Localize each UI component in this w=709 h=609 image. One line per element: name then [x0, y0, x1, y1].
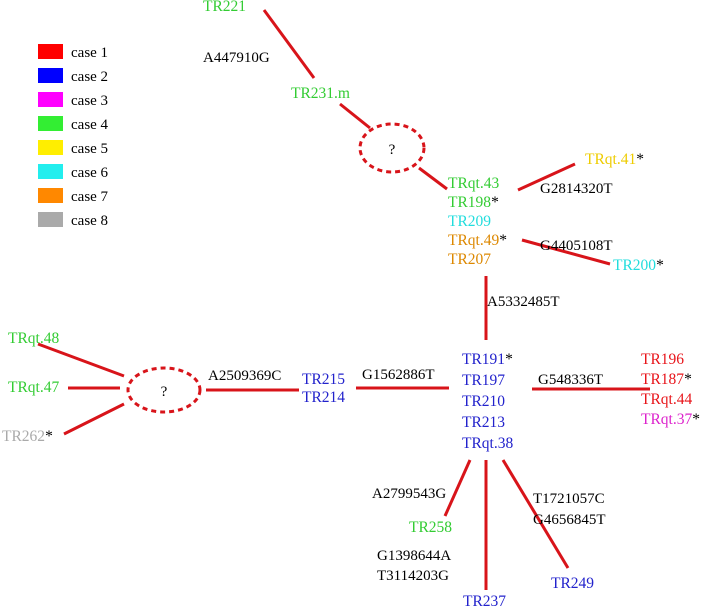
unknown-node-left-label: ?	[161, 384, 168, 400]
node-tr213: TR213	[462, 414, 505, 431]
legend-label-case7: case 7	[71, 189, 109, 205]
mutation-label: G1562886T	[362, 367, 435, 383]
edge-tr262-unknown-left	[63, 402, 125, 436]
unknown-node-top: ?	[358, 122, 426, 174]
network-edges	[37, 9, 650, 590]
node-trqt38: TRqt.38	[462, 435, 513, 452]
left-hub-group: TR215 TR214	[302, 371, 345, 406]
node-tr237: TR237	[463, 593, 506, 609]
legend-label-case1: case 1	[71, 45, 108, 61]
mutation-label: G1398644A	[377, 548, 451, 564]
node-trqt49: TRqt.49*	[448, 232, 507, 249]
edge-hub-top-tr200	[521, 238, 611, 266]
node-tr191: TR191*	[462, 351, 513, 368]
mutation-label: A2799543G	[372, 486, 446, 502]
hub-top-group: TRqt.43 TR198* TR209 TRqt.49* TR207	[448, 175, 507, 268]
mutation-label: G2814320T	[540, 181, 613, 197]
node-tr262-id: TR262	[2, 428, 45, 445]
edge-unknown-top-hub-top	[418, 166, 448, 191]
star-mark: *	[505, 351, 513, 368]
node-tr198: TR198*	[448, 194, 499, 211]
node-trqt41-id: TRqt.41	[585, 151, 636, 168]
legend-swatch-case8	[38, 212, 63, 227]
node-tr198-id: TR198	[448, 194, 491, 211]
edge-tr231m-unknown-top	[339, 102, 371, 130]
right-group: TR196 TR187* TRqt.44 TRqt.37*	[641, 351, 700, 428]
node-tr200: TR200*	[613, 257, 664, 274]
node-trqt37-id: TRqt.37	[641, 411, 692, 428]
node-tr221: TR221	[203, 0, 246, 15]
mutation-label: G548336T	[538, 372, 603, 388]
star-mark: *	[684, 371, 692, 388]
edge-tr221-tr231m	[262, 9, 316, 79]
legend-label-case3: case 3	[71, 93, 108, 109]
star-mark: *	[692, 411, 700, 428]
node-tr187-id: TR187	[641, 371, 684, 388]
node-tr207: TR207	[448, 251, 491, 268]
legend-swatch-case4	[38, 116, 63, 131]
edge-hub-top-trqt41	[517, 162, 576, 192]
node-tr200-id: TR200	[613, 257, 656, 274]
node-trqt44: TRqt.44	[641, 391, 692, 408]
node-tr258: TR258	[409, 519, 452, 536]
hub-center-group: TR191* TR197 TR210 TR213 TRqt.38	[462, 351, 513, 452]
node-tr231m: TR231.m	[291, 85, 350, 102]
mutation-label: T1721057C	[533, 491, 605, 507]
node-trqt49-id: TRqt.49	[448, 232, 499, 249]
unknown-node-top-circle	[358, 122, 426, 174]
node-trqt41: TRqt.41*	[585, 151, 644, 168]
star-mark: *	[45, 428, 53, 445]
legend-label-case8: case 8	[71, 213, 108, 229]
node-trqt43: TRqt.43	[448, 175, 499, 192]
mutation-label: G4405108T	[540, 238, 613, 254]
node-tr197: TR197	[462, 372, 505, 389]
edge-trqt48-unknown-left	[37, 342, 125, 378]
unknown-node-left: ?	[126, 366, 202, 414]
legend-label-case2: case 2	[71, 69, 108, 85]
node-tr262: TR262*	[2, 428, 53, 445]
legend-label-case4: case 4	[71, 117, 109, 133]
mutation-label: A447910G	[203, 50, 270, 66]
node-tr196: TR196	[641, 351, 684, 368]
legend-swatch-case2	[38, 68, 63, 83]
legend-swatch-case3	[38, 92, 63, 107]
node-tr210: TR210	[462, 393, 505, 410]
node-tr215: TR215	[302, 371, 345, 388]
mutation-label: A5332485T	[487, 294, 560, 310]
node-trqt47: TRqt.47	[8, 379, 59, 396]
node-tr249: TR249	[551, 575, 594, 592]
legend-swatch-case6	[38, 164, 63, 179]
legend-label-case6: case 6	[71, 165, 109, 181]
mutation-label: T3114203G	[377, 568, 449, 584]
legend-swatch-case5	[38, 140, 63, 155]
legend-swatch-case7	[38, 188, 63, 203]
unknown-node-top-label: ?	[389, 142, 396, 158]
node-tr191-id: TR191	[462, 351, 505, 368]
star-mark: *	[636, 151, 644, 168]
mutation-labels: A447910G G2814320T G4405108T A5332485T A…	[203, 50, 613, 584]
node-trqt48: TRqt.48	[8, 330, 59, 347]
star-mark: *	[656, 257, 664, 274]
edge-hub-center-tr258	[443, 459, 472, 517]
legend-swatch-case1	[38, 44, 63, 59]
mutation-label: A2509369C	[208, 368, 281, 384]
edge-hub-center-tr249	[501, 459, 570, 569]
mutation-label: G4656845T	[533, 512, 606, 528]
node-trqt37: TRqt.37*	[641, 411, 700, 428]
unknown-node-left-circle	[126, 366, 202, 414]
node-tr187: TR187*	[641, 371, 692, 388]
node-tr209: TR209	[448, 213, 491, 230]
star-mark: *	[499, 232, 507, 249]
legend: case 1 case 2 case 3 case 4 case 5 case …	[38, 44, 109, 229]
star-mark: *	[491, 194, 499, 211]
legend-label-case5: case 5	[71, 141, 108, 157]
node-tr214: TR214	[302, 389, 345, 406]
